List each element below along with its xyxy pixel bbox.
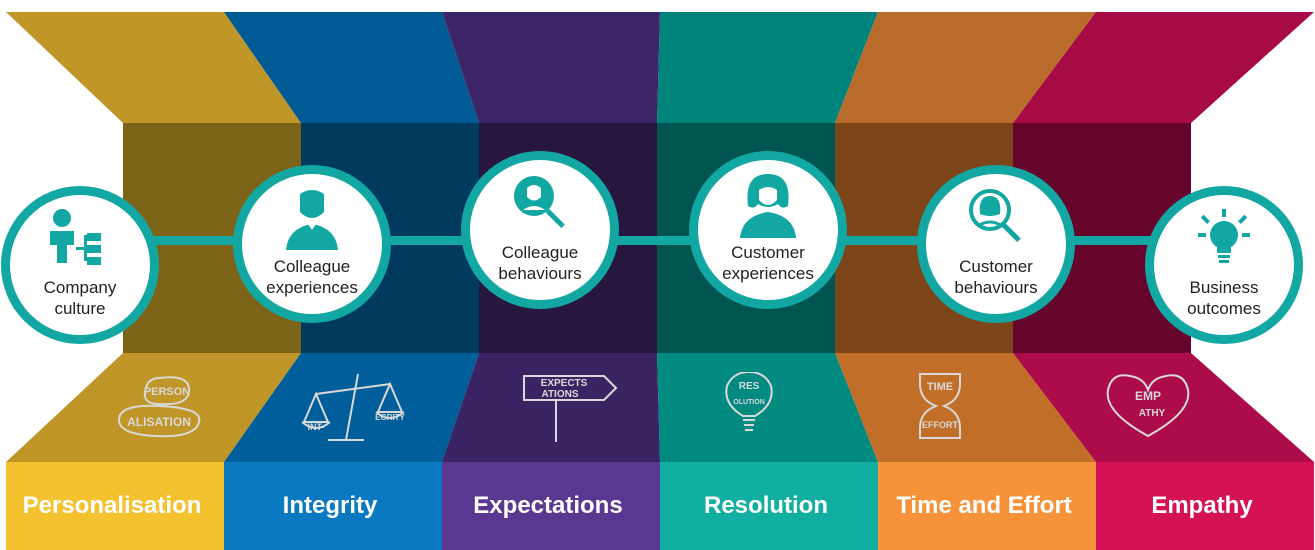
ceiling-time-and-effort bbox=[835, 12, 1096, 123]
lightbulb-emblem-icon: RES OLUTION bbox=[725, 372, 773, 431]
emblem-text: EGRITY bbox=[375, 413, 405, 422]
pillar-label-personalisation: Personalisation bbox=[22, 492, 202, 519]
front-band-resolution bbox=[660, 462, 878, 550]
stage-label: Company culture bbox=[43, 278, 117, 318]
heart-icon: EMP ATHY bbox=[1106, 374, 1190, 438]
ceiling-expectations bbox=[442, 12, 660, 123]
emblem-text: PERSON bbox=[144, 386, 191, 398]
front-band-empathy bbox=[1096, 462, 1314, 550]
front-band-integrity bbox=[224, 462, 442, 550]
stage-label: Customer behaviours bbox=[954, 257, 1038, 297]
floor-empathy bbox=[1013, 353, 1314, 462]
org-chart-person-icon bbox=[50, 209, 101, 265]
floor-time-and-effort bbox=[835, 353, 1096, 462]
emblem-text: EFFORT bbox=[922, 420, 958, 430]
colleague-icon bbox=[286, 190, 338, 250]
hourglass-icon: TIME EFFORT bbox=[919, 373, 961, 439]
stage-node-company-culture: Company culture bbox=[1, 186, 159, 344]
pillar-label-empathy: Empathy bbox=[1151, 492, 1253, 519]
emblem-text: OLUTION bbox=[733, 399, 765, 406]
stage-label: Business outcomes bbox=[1187, 278, 1261, 318]
customer-icon bbox=[740, 174, 796, 238]
pillar-label-time-and-effort: Time and Effort bbox=[896, 492, 1072, 519]
lightbulb-icon bbox=[1198, 209, 1250, 263]
personalisation-emblem-icon: PERSON ALISATION bbox=[117, 376, 201, 438]
floor-expectations bbox=[442, 353, 660, 462]
customer-search-icon bbox=[969, 189, 1021, 243]
emblem-text: ATHY bbox=[1139, 408, 1166, 419]
stage-node-business-outcomes: Business outcomes bbox=[1145, 186, 1303, 344]
stage-label: Colleague experiences bbox=[266, 257, 358, 297]
journey-connector-line bbox=[80, 236, 1230, 245]
pillar-label-expectations: Expectations bbox=[473, 492, 623, 519]
emblem-text: ATIONS bbox=[541, 389, 578, 400]
emblem-text: TIME bbox=[927, 381, 953, 393]
floor-personalisation bbox=[6, 353, 301, 462]
front-band-personalisation bbox=[6, 462, 224, 550]
ceiling-personalisation bbox=[6, 12, 301, 123]
ceiling-resolution bbox=[657, 12, 878, 123]
pillar-label-integrity: Integrity bbox=[282, 492, 378, 519]
pillar-label-resolution: Resolution bbox=[704, 492, 828, 519]
emblem-text: INT- bbox=[308, 422, 325, 432]
emblem-text: ALISATION bbox=[127, 415, 191, 429]
stage-node-colleague-behaviours: Colleague behaviours bbox=[461, 151, 619, 309]
ceiling-empathy bbox=[1013, 12, 1314, 123]
emblem-text: RES bbox=[739, 381, 760, 392]
floor-resolution bbox=[657, 353, 878, 462]
front-band-time-and-effort bbox=[878, 462, 1096, 550]
scales-icon: INT- EGRITY bbox=[301, 373, 406, 441]
ceiling-integrity bbox=[224, 12, 479, 123]
stage-label: Colleague behaviours bbox=[498, 243, 582, 283]
signpost-icon: EXPECTS ATIONS bbox=[523, 375, 618, 442]
stage-label: Customer experiences bbox=[722, 243, 814, 283]
emblem-text: EMP bbox=[1135, 389, 1161, 403]
stage-node-customer-behaviours: Customer behaviours bbox=[917, 165, 1075, 323]
colleague-search-icon bbox=[514, 176, 565, 229]
stage-node-colleague-experiences: Colleague experiences bbox=[233, 165, 391, 323]
stage-node-customer-experiences: Customer experiences bbox=[689, 151, 847, 309]
front-band-expectations bbox=[442, 462, 660, 550]
emblem-text: EXPECTS bbox=[541, 378, 588, 389]
